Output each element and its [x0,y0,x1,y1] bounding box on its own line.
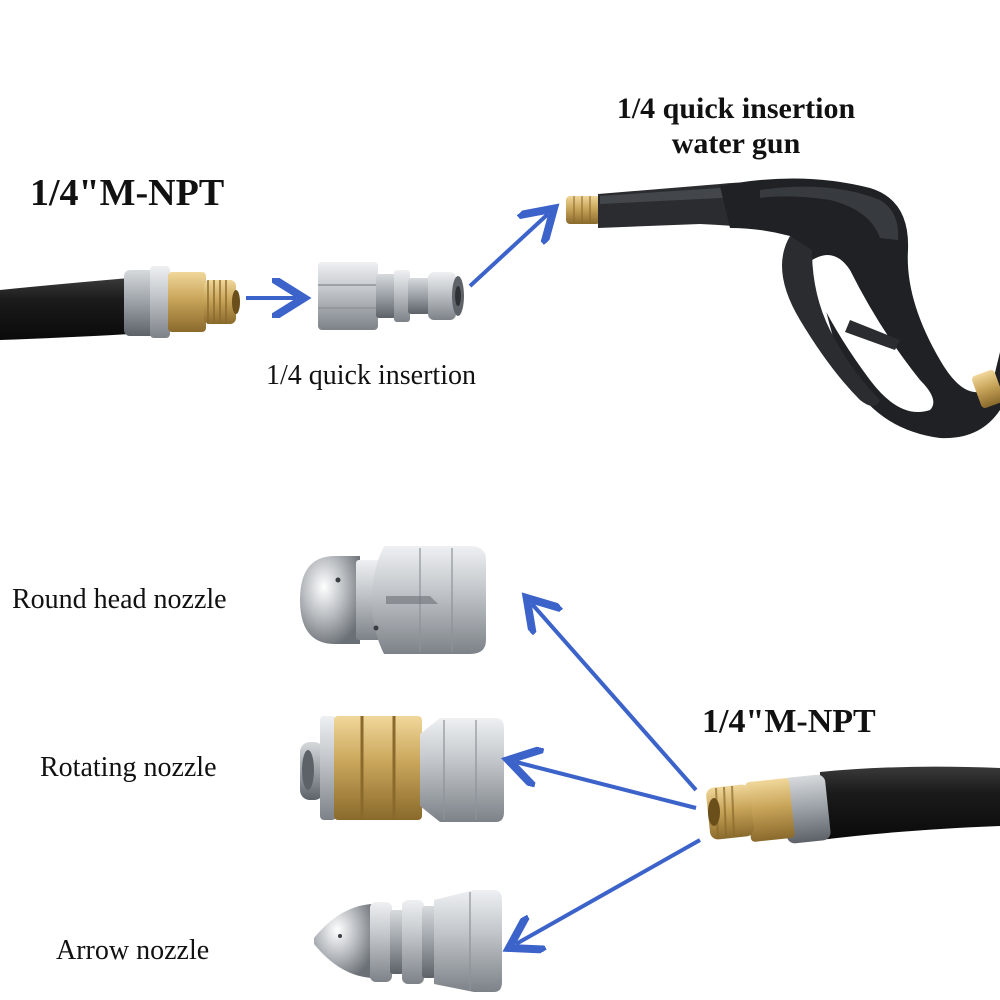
round-head-nozzle-label: Round head nozzle [12,584,227,615]
arrow-nozzle-label: Arrow nozzle [56,935,210,966]
top-hose-label: 1/4"M-NPT [30,172,225,214]
rotating-nozzle-label: Rotating nozzle [40,752,217,783]
arrow-nozzle [314,890,502,992]
water-gun-label-line1: 1/4 quick insertion [616,92,856,125]
water-gun [566,178,1000,439]
arrow-to-round-head [532,604,698,792]
bottom-hose [706,766,1000,844]
quick-insertion-label: 1/4 quick insertion [266,360,476,391]
rotating-nozzle [300,716,504,822]
arrow-to-rotating [516,762,697,810]
round-head-nozzle [300,546,486,654]
top-hose [0,266,240,340]
arrow-coupler-to-gun [468,214,548,288]
bottom-hose-label: 1/4"M-NPT [702,703,876,740]
arrow-to-arrow-nozzle [516,838,701,944]
water-gun-label: 1/4 quick insertion water gun [586,92,886,161]
water-gun-label-line2: water gun [671,126,801,160]
quick-insertion-coupler [318,262,464,330]
